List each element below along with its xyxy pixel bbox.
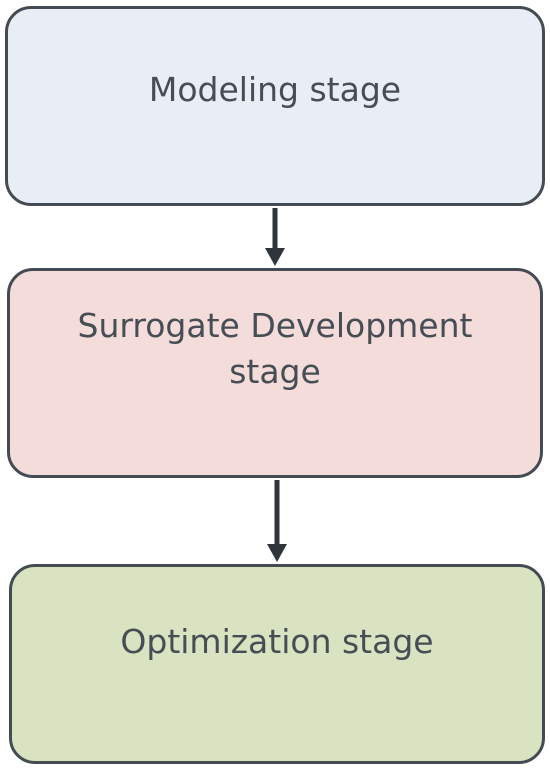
arrow-surrogate-to-optimization [267, 480, 287, 562]
optimization-stage-label: Optimization stage [120, 622, 434, 661]
arrow-modeling-to-surrogate [265, 208, 285, 266]
surrogate-development-stage-label: Surrogate Development stage [77, 306, 473, 391]
modeling-stage-box: Modeling stage [5, 6, 545, 206]
modeling-stage-label: Modeling stage [148, 70, 402, 109]
optimization-stage-box: Optimization stage [9, 564, 545, 764]
surrogate-development-stage-box: Surrogate Development stage [7, 268, 543, 478]
